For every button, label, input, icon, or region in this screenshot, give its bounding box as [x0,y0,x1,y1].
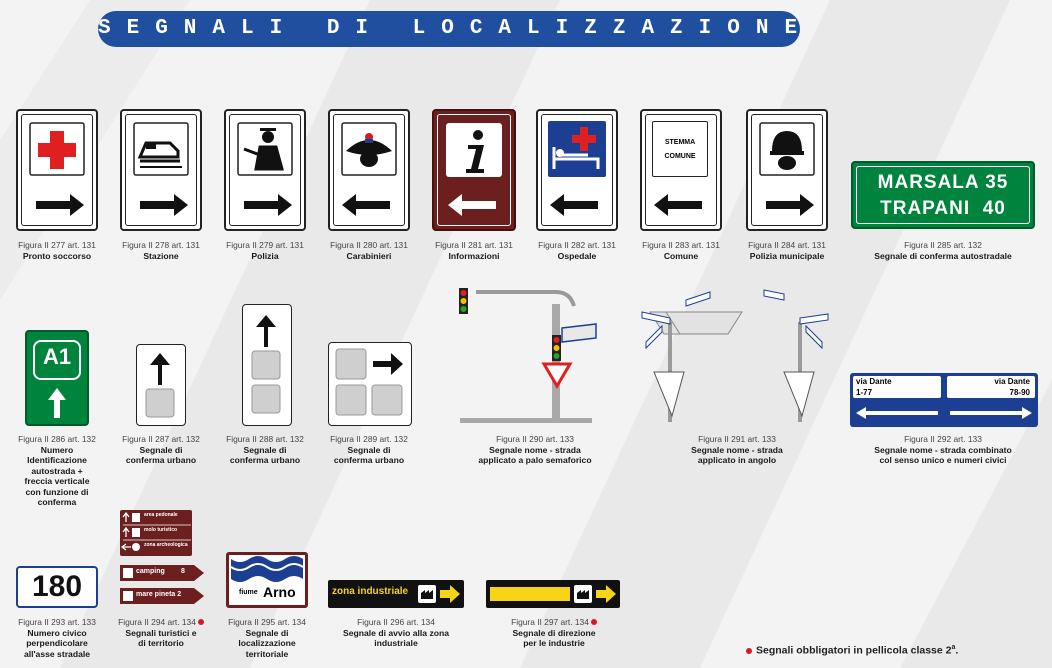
mandatory-dot [746,647,752,654]
corner-street-sign-illustration [641,289,829,422]
tourist-item-3: zona archeologica [144,542,188,548]
sign-zona-industriale: zona industriale [328,580,464,608]
arrow-right-icon [335,348,403,416]
street-name-right: via Dante [994,377,1030,386]
footnote: Segnali obbligatori in pellicola classe … [746,644,958,657]
tourist-item-4: camping [136,568,165,575]
tourist-item-4-distance: 8 [181,568,185,575]
river-prefix: fiume [239,589,258,596]
sign-comune: STEMMA COMUNE [640,109,722,231]
sign-conferma-urbano-1 [136,344,186,426]
street-name-left: via Dante [856,377,892,386]
one-way-arrows-icon [856,407,1032,419]
sign-direzione-industrie [486,580,620,608]
house-numbers-left: 1-77 [856,388,873,397]
destination-line-1: MARSALA 35 [877,172,1009,193]
sign-polizia-municipale [746,109,828,231]
sign-via-dante-combinato: via Dante 1-77 via Dante 78-90 [850,373,1038,427]
sign-polizia [224,109,306,231]
zone-label: zona industriale [332,586,409,597]
arrow-up-icon [145,353,175,418]
tourist-item-5: mare pineta 2 [136,591,182,598]
tourist-arrows-icon [120,511,204,604]
sign-conferma-urbano-3 [328,342,412,426]
red-cross-icon [29,122,85,216]
sign-numero-civico: 180 [16,566,98,608]
municipal-helmet-icon [759,122,815,216]
destination-line-2: TRAPANI 40 [880,198,1006,219]
sign-ospedale [536,109,618,231]
police-officer-icon [237,122,293,216]
sign-stazione [120,109,202,231]
sign-conferma-autostradale: MARSALA 35 TRAPANI 40 [851,161,1035,229]
tourist-item-1: area pedonale [144,512,178,518]
sign-a1-autostrada: A1 [25,330,89,426]
factory-arrow-icon [418,585,460,603]
mandatory-dot [590,619,597,625]
river-waves-icon [230,556,304,582]
traffic-light-pole-illustration [459,288,597,423]
mandatory-dot [197,619,204,625]
comune-crest-line1: STEMMA [664,139,696,146]
sign-pronto-soccorso [16,109,98,231]
arrow-up-icon [48,388,66,418]
arrow-up-icon [251,315,281,414]
sign-carabinieri [328,109,410,231]
sign-fiume-arno: fiume Arno [226,552,308,608]
house-numbers-right: 78-90 [1009,388,1030,397]
sign-conferma-urbano-2 [242,304,292,426]
info-icon [446,123,502,216]
motorway-number: A1 [42,344,72,369]
train-icon [133,122,189,216]
civic-number: 180 [31,570,83,603]
sign-turistici: area pedonale molo turistico zona archeo… [118,510,208,610]
hospital-bed-icon [548,121,606,216]
river-name: Arno [263,584,296,600]
page-title: SEGNALI DI LOCALIZZAZIONE [98,11,800,47]
carabiniere-icon [341,122,397,216]
arrow-left-icon [654,194,702,216]
comune-crest-line2: COMUNE [664,153,696,160]
sign-informazioni [432,109,516,231]
tourist-item-2: molo turistico [144,527,178,533]
factory-arrow-icon [490,585,616,603]
